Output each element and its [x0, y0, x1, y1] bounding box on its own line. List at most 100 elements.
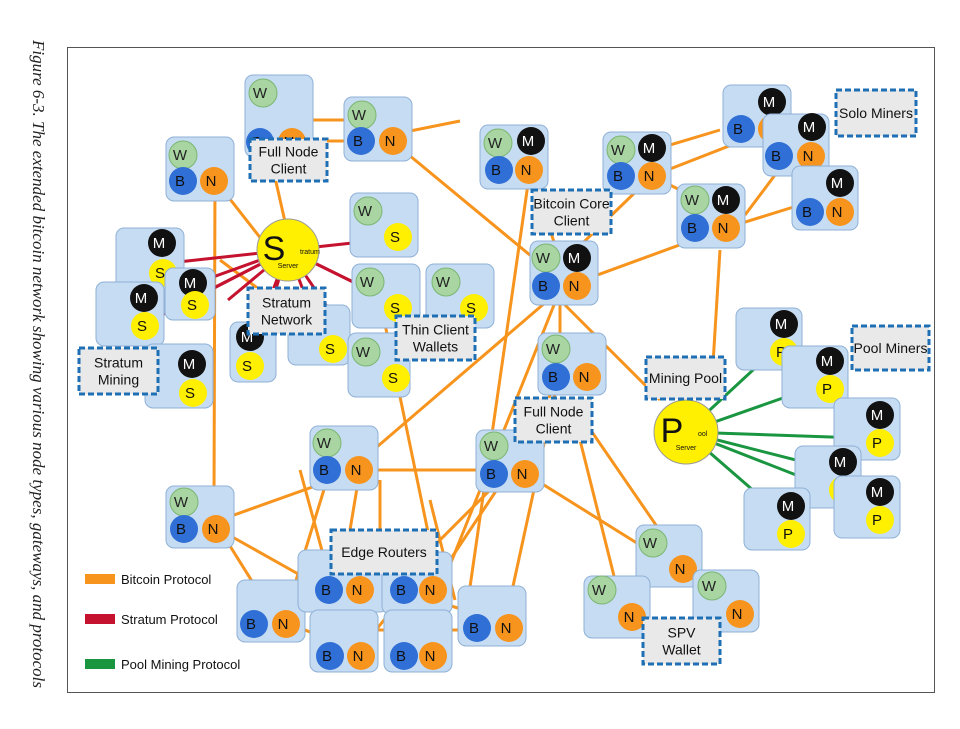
- gateway-label-box: [513, 396, 594, 444]
- network-node-letter: N: [624, 609, 635, 626]
- gateway-label-text: Edge Routers: [341, 544, 427, 560]
- pool-client-letter: P: [872, 435, 882, 452]
- gateway-label-box: [850, 324, 931, 372]
- miner-node-icon: [770, 310, 798, 338]
- blockchain-node-icon: [390, 642, 418, 670]
- gateway-label-text: Wallet: [662, 642, 700, 658]
- miner-node-letter: M: [834, 454, 847, 471]
- miner-node-icon: [148, 229, 176, 257]
- gateway-label-text: Full Node: [259, 144, 319, 160]
- blockchain-node-letter: B: [613, 168, 623, 185]
- node-box-11: MS: [144, 343, 214, 409]
- gateway-label-9: Edge Routers: [329, 528, 439, 576]
- network-node-icon: [618, 603, 646, 631]
- blockchain-node-icon: [485, 156, 513, 184]
- pool-server-hub-letter: P: [661, 412, 684, 450]
- blockchain-node-icon: [316, 642, 344, 670]
- miner-node-icon: [179, 269, 207, 297]
- blockchain-node-icon: [532, 272, 560, 300]
- wallet-node-letter: W: [174, 494, 189, 511]
- gateway-label-text: Full Node: [524, 404, 584, 420]
- miner-node-icon: [178, 350, 206, 378]
- blockchain-node-icon: [463, 614, 491, 642]
- wallet-node-letter: W: [360, 274, 375, 291]
- legend-item-0: Bitcoin Protocol: [85, 572, 211, 587]
- legend-label: Bitcoin Protocol: [121, 572, 211, 587]
- gateway-label-text: Mining: [98, 372, 139, 388]
- pool-client-icon: [866, 429, 894, 457]
- network-node-icon: [563, 272, 591, 300]
- network-node-icon: [712, 214, 740, 242]
- gateway-label-7: Pool Miners: [850, 324, 931, 372]
- gateway-label-box: [644, 355, 727, 401]
- blockchain-node-letter: B: [491, 162, 501, 179]
- wallet-node-icon: [697, 571, 727, 601]
- blockchain-node-letter: B: [175, 173, 185, 190]
- blockchain-node-icon: [240, 610, 268, 638]
- network-node-letter: N: [425, 648, 436, 665]
- network-node-letter: N: [517, 466, 528, 483]
- wallet-node-letter: W: [546, 341, 561, 358]
- stratum-server-hub-circle: [256, 218, 320, 282]
- network-node-icon: [511, 460, 539, 488]
- gateway-label-box: [530, 188, 613, 236]
- pool-client-letter: P: [822, 381, 832, 398]
- bitcoin-link-7: [468, 169, 532, 588]
- node-box-30: WN: [635, 524, 703, 588]
- figure-frame: [67, 47, 935, 693]
- stratum-client-letter: S: [390, 229, 400, 246]
- node-box-25: MP: [833, 475, 901, 539]
- stratum-client-icon: [131, 312, 159, 340]
- wallet-node-letter: W: [685, 192, 700, 209]
- miner-node-icon: [758, 88, 786, 116]
- blockchain-node-icon: [727, 115, 755, 143]
- wallet-node-letter: W: [436, 274, 451, 291]
- legend-item-2: Pool Mining Protocol: [85, 657, 240, 672]
- miner-node-letter: M: [831, 175, 844, 192]
- stratum-client-letter: S: [242, 358, 252, 375]
- gateway-label-text: Stratum: [94, 355, 143, 371]
- miner-node-letter: M: [183, 356, 196, 373]
- miner-node-letter: M: [763, 94, 776, 111]
- pool-client-letter: P: [776, 344, 786, 361]
- pool-server-hub-circle: [653, 399, 719, 465]
- blockchain-node-letter: B: [322, 648, 332, 665]
- labels-layer: Full NodeClientStratumNetworkStratumMini…: [77, 88, 931, 666]
- miner-node-icon: [130, 284, 158, 312]
- stratum-client-letter: S: [187, 297, 197, 314]
- network-node-letter: N: [353, 648, 364, 665]
- network-node-letter: N: [675, 561, 686, 578]
- legend-swatch: [85, 574, 115, 584]
- gateway-label-5: Solo Miners: [834, 88, 918, 138]
- wallet-node-icon: [355, 267, 385, 297]
- gateway-label-box: [394, 314, 477, 362]
- blockchain-node-letter: B: [176, 521, 186, 538]
- stratum-client-icon: [181, 291, 209, 319]
- blockchain-node-icon: [480, 460, 508, 488]
- network-node-icon: [202, 515, 230, 543]
- gateway-label-box: [248, 137, 329, 183]
- network-node-letter: N: [206, 173, 217, 190]
- node-box-3: WS: [349, 192, 419, 258]
- wallet-node-letter: W: [536, 250, 551, 267]
- network-node-letter: N: [352, 582, 363, 599]
- blockchain-node-icon: [681, 214, 709, 242]
- miner-node-icon: [866, 478, 894, 506]
- miner-node-letter: M: [184, 275, 197, 292]
- blockchain-node-letter: B: [396, 582, 406, 599]
- blockchain-node-letter: B: [246, 616, 256, 633]
- network-node-icon: [346, 576, 374, 604]
- blockchain-node-letter: B: [396, 648, 406, 665]
